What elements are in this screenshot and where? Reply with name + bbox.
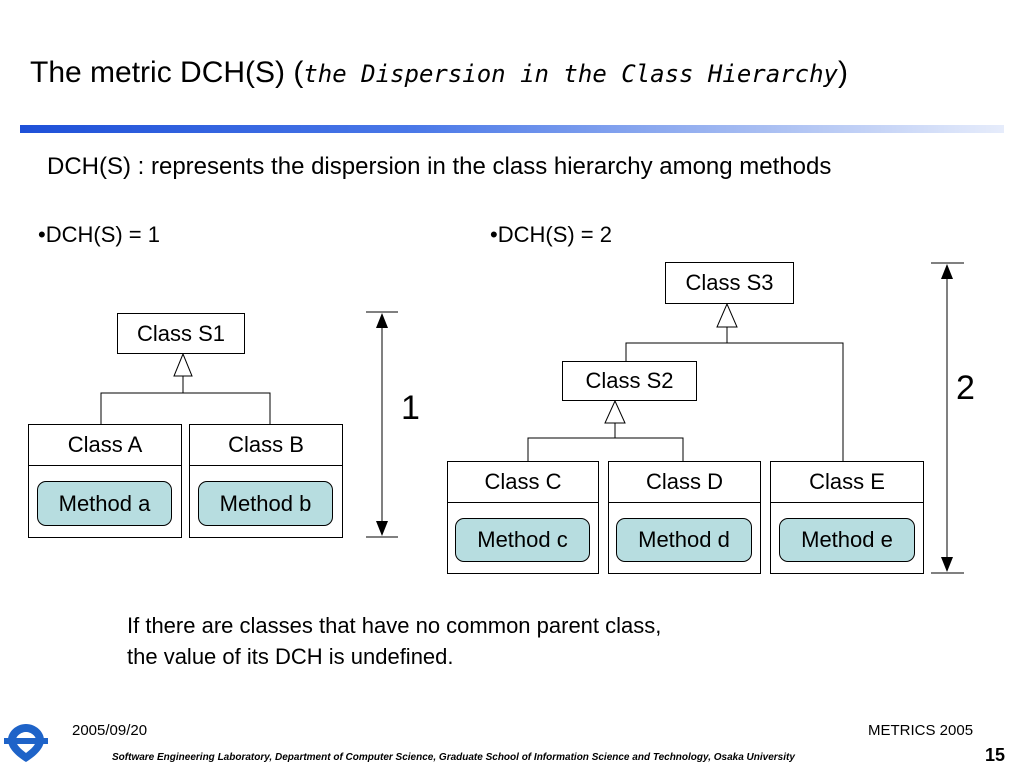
arrow-down-icon: [376, 521, 388, 536]
footer-lab: Software Engineering Laboratory, Departm…: [112, 752, 795, 763]
class-s2-label: Class S2: [585, 368, 674, 393]
method-a-box: Method a: [37, 481, 172, 526]
class-d-label: Class D: [609, 462, 760, 503]
note-line-2: the value of its DCH is undefined.: [127, 644, 454, 669]
arrow-up-icon: [376, 313, 388, 328]
right-bullet: •DCH(S) = 2: [490, 222, 612, 247]
method-b-box: Method b: [198, 481, 333, 526]
method-c-label: Method c: [477, 527, 568, 552]
inheritance-arrow-s1: [173, 352, 193, 377]
title-main: The metric DCH(S) (: [30, 56, 304, 89]
connector: [527, 437, 684, 461]
method-a-label: Method a: [58, 490, 151, 516]
page-title: The metric DCH(S) (the Dispersion in the…: [30, 56, 848, 90]
class-s1-label: Class S1: [136, 320, 226, 346]
class-a-label: Class A: [29, 425, 181, 466]
class-s3-box: Class S3: [665, 262, 794, 304]
method-d-label: Method d: [638, 527, 730, 552]
connector: [625, 342, 844, 461]
arrow-up-icon: [941, 264, 953, 279]
inheritance-arrow-s2: [604, 399, 626, 424]
class-c-label: Class C: [448, 462, 598, 503]
title-italic: the Dispersion in the Class Hierarchy: [303, 60, 838, 88]
left-bullet: •DCH(S) = 1: [38, 222, 160, 247]
university-logo-icon: [4, 724, 48, 762]
class-s2-box: Class S2: [562, 361, 697, 401]
depth-value-right: 2: [956, 369, 975, 407]
page-number: 15: [985, 745, 1006, 765]
subtitle: DCH(S) : represents the dispersion in th…: [47, 153, 832, 180]
class-s3-label: Class S3: [685, 270, 774, 295]
depth-value-left: 1: [401, 389, 420, 427]
class-e-label: Class E: [771, 462, 923, 503]
footer-conference: METRICS 2005: [868, 722, 974, 739]
method-d-box: Method d: [616, 518, 752, 562]
arrow-down-icon: [941, 557, 953, 572]
method-e-label: Method e: [801, 527, 893, 552]
method-c-box: Method c: [455, 518, 590, 562]
method-b-label: Method b: [219, 490, 312, 516]
class-s1-box: Class S1: [117, 313, 245, 354]
footer-date: 2005/09/20: [72, 722, 148, 739]
note-line-1: If there are classes that have no common…: [127, 613, 662, 638]
undefined-note: If there are classes that have no common…: [127, 610, 661, 672]
connector: [100, 392, 271, 424]
title-close: ): [837, 56, 848, 89]
method-e-box: Method e: [779, 518, 915, 562]
inheritance-arrow-s3: [716, 302, 738, 328]
class-b-label: Class B: [190, 425, 342, 466]
title-divider: [20, 125, 1004, 133]
